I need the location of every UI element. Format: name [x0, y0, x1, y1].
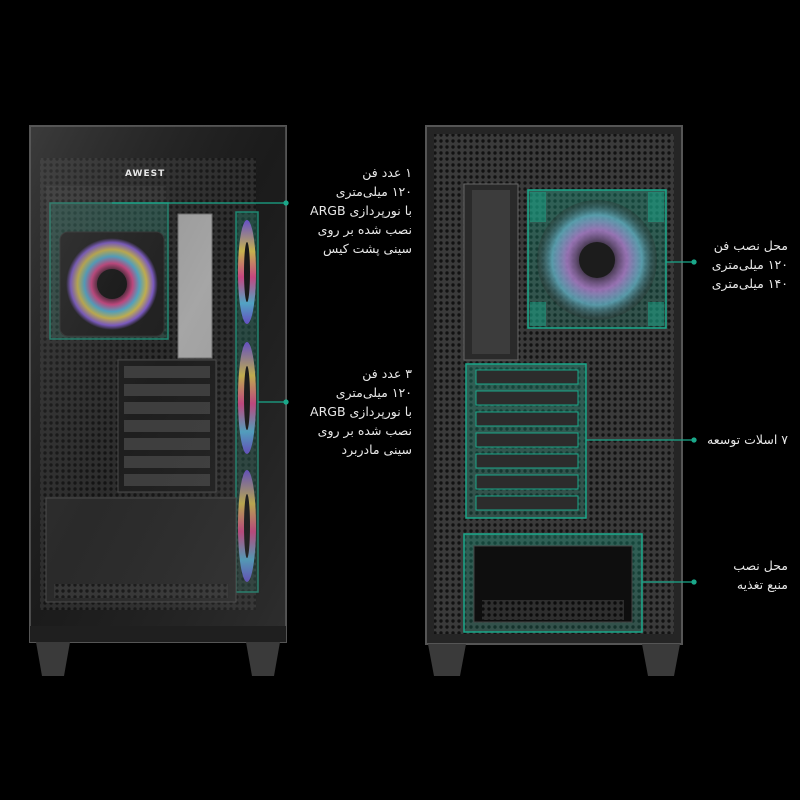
- rear-expansion-slots: [475, 369, 579, 511]
- callout-psu-mount: محل نصب منبع تغذیه: [700, 556, 788, 594]
- case-left-view: AWEST: [29, 125, 287, 676]
- mount-corner: [648, 192, 664, 222]
- case-rear-view: [425, 125, 683, 676]
- psu-bay-floor: [482, 600, 624, 620]
- callout-line: با نورپردازی ARGB: [310, 203, 412, 218]
- mount-corner: [530, 192, 546, 222]
- brand-logo: AWEST: [125, 169, 165, 179]
- callout-line: با نورپردازی ARGB: [310, 404, 412, 419]
- callout-line: نصب شده بر روی: [317, 222, 412, 237]
- callout-line: ۳ عدد فن: [362, 366, 412, 381]
- left-bottom-band: [30, 626, 286, 642]
- callout-line: سینی مادربرد: [341, 442, 412, 457]
- io-shield: [472, 190, 510, 354]
- callout-line: سینی پشت کیس: [323, 241, 412, 256]
- right-foot-right: [642, 644, 680, 676]
- callout-line: ۱ عدد فن: [362, 165, 412, 180]
- leader-lines: [112, 200, 697, 585]
- callout-line: ۱۲۰ میلی‌متری: [711, 257, 788, 272]
- callout-line: ۱۲۰ میلی‌متری: [335, 385, 412, 400]
- callout-expansion-slots: ۷ اسلات توسعه: [700, 430, 788, 449]
- callout-line: نصب شده بر روی: [317, 423, 412, 438]
- callout-line: ۱۴۰ میلی‌متری: [711, 276, 788, 291]
- mount-corner: [530, 302, 546, 326]
- glass-panel: [30, 126, 286, 626]
- left-foot-rear: [246, 642, 280, 676]
- callout-line: ۷ اسلات توسعه: [707, 432, 788, 447]
- callout-line: محل نصب فن: [713, 238, 788, 253]
- top-fan-hub: [579, 242, 615, 278]
- callout-rear-fan: ۱ عدد فن ۱۲۰ میلی‌متری با نورپردازی ARGB…: [282, 163, 412, 258]
- right-foot-left: [428, 644, 466, 676]
- mount-corner: [648, 302, 664, 326]
- callout-motherboard-fans: ۳ عدد فن ۱۲۰ میلی‌متری با نورپردازی ARGB…: [282, 364, 412, 459]
- callout-line: منبع تغذیه: [736, 577, 788, 592]
- left-foot-front: [36, 642, 70, 676]
- callout-line: ۱۲۰ میلی‌متری: [335, 184, 412, 199]
- callout-line: محل نصب: [733, 558, 788, 573]
- callout-top-fan-mount: محل نصب فن ۱۲۰ میلی‌متری ۱۴۰ میلی‌متری: [700, 236, 788, 293]
